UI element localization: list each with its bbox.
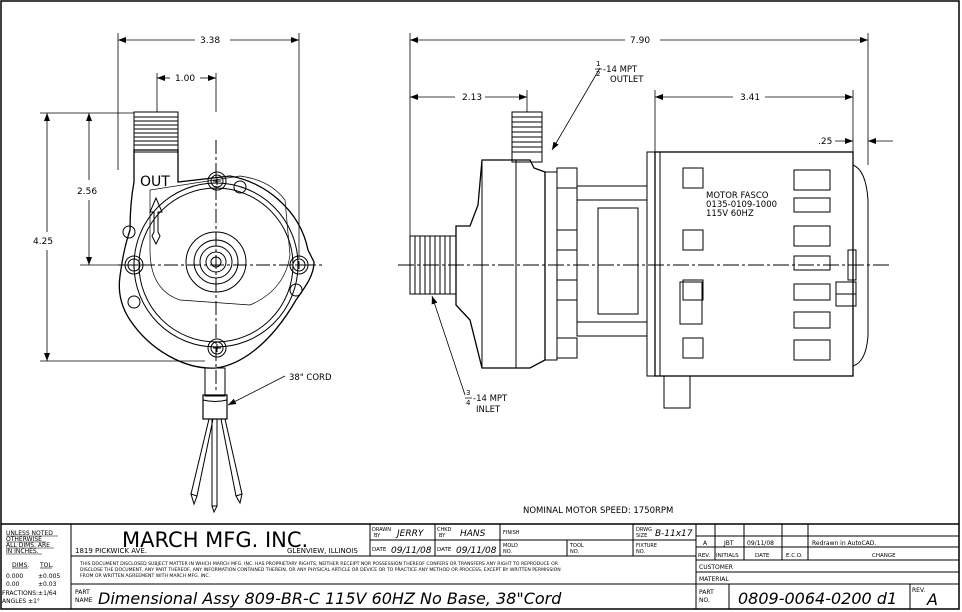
side-view: [398, 111, 892, 409]
company-address: 1819 PICKWICK AVE.: [75, 547, 147, 555]
tol-row4: ANGLES ±1°: [2, 598, 40, 605]
mold-label-a: MOLD: [503, 543, 518, 549]
fixture-label-b: NO.: [636, 549, 645, 555]
title-block: [1, 523, 959, 609]
drawn-label-b: BY: [374, 533, 381, 539]
inlet-thread: -14 MPT: [473, 394, 508, 404]
motor-label-line1: MOTOR FASCO: [706, 191, 769, 201]
material-label: MATERIAL: [699, 576, 729, 583]
tol-dims-header: DIMS.: [12, 562, 29, 569]
mold-label-b: NO.: [503, 549, 512, 555]
tol-row2-tol: ±0.03: [38, 581, 57, 588]
outlet-thread: -14 MPT: [603, 65, 638, 75]
flow-arrow-icon: [149, 196, 163, 246]
chkd-date-value: 09/11/08: [456, 546, 497, 556]
motor-label-line2: 0135-0109-1000: [706, 200, 777, 210]
side-dimensions: [409, 33, 893, 396]
rev-value: A: [926, 590, 938, 609]
screw-icon: [207, 171, 227, 191]
drwg-label-a: DRWG: [636, 527, 652, 533]
finish-label: FINISH: [503, 530, 520, 536]
fixture-label-a: FIXTURE: [636, 543, 657, 549]
chkd-by-value: HANS: [460, 529, 486, 539]
cord-callout: 38" CORD: [289, 373, 332, 383]
tol-note-line1: UNLESS NOTED: [6, 530, 53, 537]
drawn-by-value: JERRY: [395, 529, 425, 539]
drwg-label-b: SIZE: [636, 533, 647, 539]
dim-side-overall: 7.90: [630, 36, 650, 46]
customer-label: CUSTOMER: [699, 564, 733, 571]
rev-hdr-eco: E.C.O.: [786, 553, 803, 559]
tool-label-b: NO.: [570, 549, 579, 555]
tol-row2-dims: 0.00: [6, 581, 20, 588]
inlet-label: INLET: [476, 405, 501, 415]
chkd-label-b: BY: [439, 533, 446, 539]
tol-note-line4: IN INCHES.: [6, 548, 39, 555]
part-name-label-a: PART: [75, 589, 90, 596]
part-name-value: Dimensional Assy 809-BR-C 115V 60HZ No B…: [98, 589, 562, 608]
rev-row-initials: JBT: [723, 540, 734, 547]
part-no-value: 0809-0064-0200 d1: [738, 589, 897, 608]
rev-row-rev: A: [703, 540, 708, 547]
tool-label-a: TOOL: [569, 543, 584, 549]
outlet-label: OUTLET: [610, 75, 644, 85]
inlet-frac-num: 3: [466, 389, 470, 397]
disclaimer-line1: THIS DOCUMENT DISCLOSED SUBJECT MATTER I…: [79, 561, 559, 567]
screw-icon: [124, 255, 144, 275]
company-city: GLENVIEW, ILLINOIS: [287, 547, 358, 555]
tol-note-line2: OTHERWISE: [6, 536, 42, 543]
dim-side-outlet: 2.13: [462, 93, 482, 103]
dim-side-motor: 3.41: [740, 93, 760, 103]
rev-label: REV.: [912, 587, 925, 594]
front-dimensions: [40, 33, 300, 406]
drwg-size-value: B-11x17: [655, 529, 693, 539]
motor-speed-note: NOMINAL MOTOR SPEED: 1750RPM: [523, 506, 673, 516]
part-no-label-b: NO.: [699, 597, 710, 604]
tol-note-line3: ALL DIMS. ARE: [6, 542, 50, 549]
screw-icon: [207, 338, 227, 358]
screw-icon: [289, 255, 309, 275]
part-name-label-b: NAME: [75, 597, 93, 604]
out-label: OUT: [140, 174, 170, 190]
part-no-label-a: PART: [699, 589, 714, 596]
rev-hdr-initials: INITIALS: [716, 553, 739, 559]
drawn-label-a: DRAWN: [372, 527, 391, 533]
tol-row1-dims: 0.000: [6, 573, 23, 580]
dim-front-offset: 1.00: [175, 74, 195, 84]
tol-row1-tol: ±0.005: [38, 573, 60, 580]
dim-side-shaft: .25: [818, 137, 832, 147]
tol-row3: FRACTIONS:±1/64: [2, 590, 57, 597]
chkd-label-a: CHKD: [437, 527, 452, 533]
chkd-date-label: DATE: [437, 547, 452, 553]
rev-row-change: Redrawn in AutoCAD.: [812, 540, 876, 547]
dim-front-width: 3.38: [200, 36, 220, 46]
dim-front-outlet-height: 2.56: [77, 187, 97, 197]
drawn-date-value: 09/11/08: [391, 546, 432, 556]
company-name: MARCH MFG. INC.: [122, 528, 308, 552]
drawn-date-label: DATE: [372, 547, 387, 553]
rev-row-date: 09/11/08: [747, 540, 774, 547]
disclaimer-line2: DISCLOSE THE DOCUMENT, ANY PART THEREOF,…: [80, 567, 561, 573]
outlet-frac-den: 2: [596, 70, 600, 78]
tol-tol-header: TOL.: [39, 562, 54, 569]
front-view: [118, 111, 322, 514]
dim-front-height: 4.25: [33, 237, 53, 247]
disclaimer-line3: FROM OR WRITTEN AGREEMENT WITH MARCH MFG…: [80, 573, 210, 579]
inlet-frac-den: 4: [466, 399, 471, 407]
rev-hdr-rev: REV.: [698, 553, 710, 559]
motor-label-line3: 115V 60HZ: [706, 209, 754, 219]
rev-hdr-date: DATE: [755, 553, 770, 559]
outlet-frac-num: 1: [596, 60, 600, 68]
rev-hdr-change: CHANGE: [872, 553, 896, 559]
